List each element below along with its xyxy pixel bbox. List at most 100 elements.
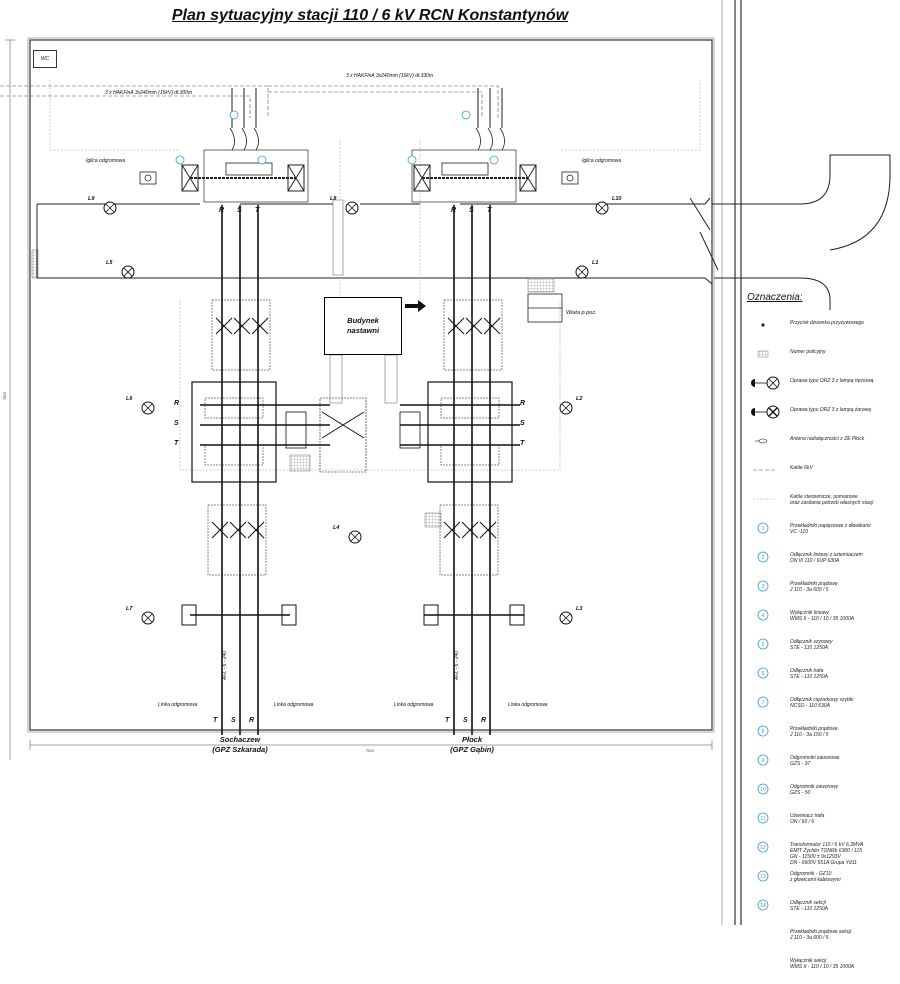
legend-item: Odłącznik szynowy STE - 110 1250A (752, 639, 900, 665)
lightning-rod-label-left: Iglica odgromowa (86, 158, 126, 164)
legend-item: Przekładniki prądowe sekcji J 110 - 3a 6… (752, 929, 900, 955)
lamp-label-l7: L7 (126, 606, 133, 612)
station-fence (27, 37, 715, 733)
dimension-width: 70.0 (366, 748, 374, 753)
lamp-l6 (141, 401, 155, 415)
legend-symbol-lamp-zar (751, 405, 780, 419)
phase-top-1-0: R (451, 207, 457, 214)
legend-symbol-14: 14 (757, 899, 769, 911)
shield-line-label-3: Linka odgromowa (394, 702, 434, 708)
legend-item-text: Wyłącznik liniowy WMS II - 110 / 10 / 35… (790, 610, 855, 622)
transformer-2 (407, 88, 537, 203)
shield-line-label-2: Linka odgromowa (274, 702, 314, 708)
legend-item: Odgromnik - GZ10 z głowicami kablowymi (752, 871, 900, 897)
transformer-1 (175, 88, 309, 203)
legend-symbol-10: 10 (757, 783, 769, 795)
legend-symbol-8: 8 (757, 725, 769, 737)
phase-bottom-1-0: T (445, 717, 450, 724)
phase-bottom-0-0: T (213, 717, 218, 724)
phase-busbar-left-2: T (174, 440, 179, 447)
dimension-lines (5, 39, 713, 760)
right-bay (400, 205, 525, 735)
svg-text:11: 11 (760, 816, 765, 822)
site-plan-drawing: 12345678910111213141516 (0, 0, 891, 925)
svg-text:6: 6 (762, 671, 765, 677)
legend-symbol-2: 2 (757, 551, 769, 563)
phase-top-1-2: T (487, 207, 492, 214)
legend-item-text: Antena radiołączności z ZE Płock (790, 436, 865, 442)
legend-symbol-1: 1 (757, 522, 769, 534)
phase-top-0-1: S (237, 207, 242, 214)
legend-item-text: Odłącznik trafa STE - 110 1250A (790, 668, 828, 680)
shield-line-label-4: Linka odgromowa (508, 702, 548, 708)
legend-item: Kable sterownicze, pomiarowe oraz zasila… (752, 494, 900, 520)
lamp-l3 (559, 611, 573, 625)
lamp-l2 (559, 401, 573, 415)
legend-item: Odłącznik trafa STE - 110 1250A (752, 668, 900, 694)
legend-item-text: Odłącznik ciężarkowy szybki NCSO - 110 6… (790, 697, 854, 709)
lamp-l7 (141, 611, 155, 625)
legend-item-text: Wyłącznik sekcji WMS II - 110 / 10 / 35 … (790, 958, 855, 970)
phase-busbar-left-1: S (174, 420, 179, 427)
phase-busbar-right-0: R (520, 400, 526, 407)
legend-item-text: Odgromnik zaworowy GZS - 50 (790, 784, 839, 796)
legend-item-text: Odłącznik sekcji STE - 110 1250A (790, 900, 828, 912)
legend-item-text: Odgromnik - GZ10 z głowicami kablowymi (790, 871, 841, 883)
left-bay (181, 205, 330, 735)
legend-symbol-antenna (755, 438, 768, 444)
svg-text:1: 1 (762, 526, 765, 532)
legend-item: Odłącznik ciężarkowy szybki NCSO - 110 6… (752, 697, 900, 723)
cable-label-second: 3 x HAKFlnA 3x240mm (15kV) dł.300m (105, 90, 193, 96)
legend-item-text: Przycisk dzwonka przyzywowego (790, 320, 864, 326)
legend-symbol-7: 7 (757, 696, 769, 708)
legend-symbol-11: 11 (757, 812, 769, 824)
svg-text:13: 13 (760, 874, 766, 880)
legend-symbols: 12345678910111213141516 (751, 323, 780, 911)
lamp-l1 (575, 265, 589, 279)
legend-symbol-5: 5 (757, 638, 769, 650)
svg-text:9: 9 (762, 758, 765, 764)
legend-symbol-lamp-rtec (751, 376, 780, 390)
legend-symbol-3: 3 (757, 580, 769, 592)
legend-item: Przekładniki prądowe J 110 - 3a 600 / 5 (752, 581, 900, 607)
phase-busbar-left-0: R (174, 400, 180, 407)
legend-symbol-4: 4 (757, 609, 769, 621)
legend-symbol-6: 6 (757, 667, 769, 679)
phase-bottom-0-2: R (249, 717, 255, 724)
legend-item: Kable 6kV (752, 465, 900, 491)
section-coupler (285, 397, 421, 473)
lamp-l4 (348, 530, 362, 544)
sheet-border (721, 0, 742, 925)
lamp-l10 (595, 201, 609, 215)
svg-text:10: 10 (760, 787, 766, 793)
lightning-rods (139, 171, 579, 185)
legend-item: Wyłącznik sekcji WMS II - 110 / 10 / 35 … (752, 958, 900, 984)
legend-item-text: Przekładniki prądowe J 110 - 3a 150 / 5 (790, 726, 838, 738)
legend-item-text: Odgromniki zaworowe GZS - 97 (790, 755, 840, 767)
svg-text:2: 2 (762, 555, 765, 561)
legend-item-text: Przekładniki napięciowe z dławikami VC -… (790, 523, 871, 535)
legend-item: Odgromnik zaworowy GZS - 50 (752, 784, 900, 810)
legend-item: Uziemiacz trafa ON / 60 / 6 (752, 813, 900, 839)
lamp-label-l4: L4 (333, 525, 340, 531)
legend-item: Oprawa typu ORZ 3 z lampą rtęciową (752, 378, 900, 404)
legend-item-text: Odłącznik liniowy z uziemiaczem ON III 1… (790, 552, 863, 564)
legend-item-text: Przekładniki prądowe J 110 - 3a 600 / 5 (790, 581, 838, 593)
drawing-title: Plan sytuacyjny stacji 110 / 6 kV RCN Ko… (171, 7, 569, 24)
legend-item: Odgromniki zaworowe GZS - 97 (752, 755, 900, 781)
svg-text:4: 4 (762, 613, 765, 619)
legend-symbol-plate (757, 350, 769, 358)
lightning-rod-label-right: Iglica odgromowa (582, 158, 622, 164)
legend-item: Odłącznik liniowy z uziemiaczem ON III 1… (752, 552, 900, 578)
svg-text:8: 8 (762, 729, 765, 735)
legend-symbol-bell (761, 323, 765, 327)
destination-plock: Płock(GPZ Gąbin) (450, 735, 494, 754)
legend-item-text: Uziemiacz trafa ON / 60 / 6 (790, 813, 825, 825)
legend-item: Transformator 110 / 6 kV 6,3MVA EMIT Życ… (752, 842, 900, 868)
lamp-label-l6: L6 (126, 396, 133, 402)
wc-box: WC (33, 50, 57, 68)
lamp-label-l5: L5 (106, 260, 113, 266)
phase-top-1-1: S (469, 207, 474, 214)
destination-sochaczew: Sochaczew(GPZ Szkarada) (212, 735, 268, 754)
phase-top-0-0: R (219, 207, 225, 214)
